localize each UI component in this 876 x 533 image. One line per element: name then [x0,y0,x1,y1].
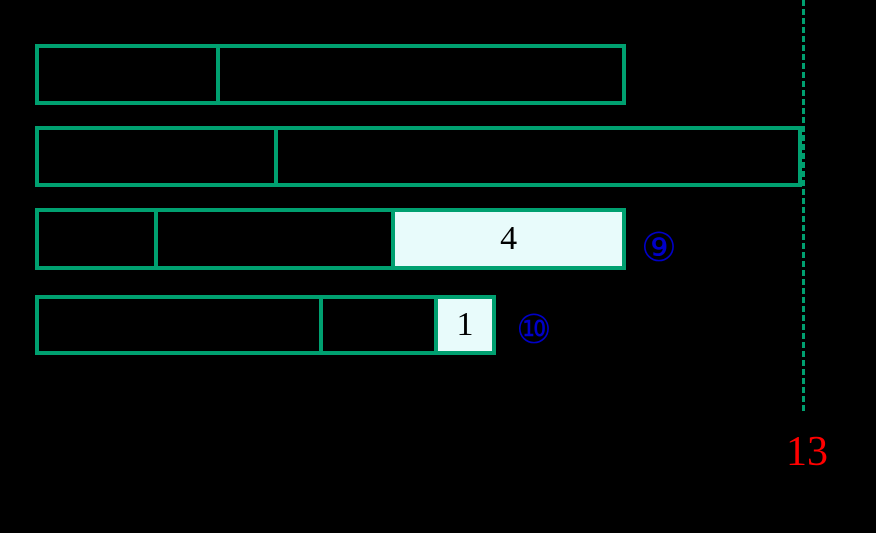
bar-row-3[interactable]: 4 [35,208,626,270]
segment-3-1[interactable] [39,212,154,266]
segment-2-1[interactable] [39,130,274,183]
bar-row-2[interactable] [35,126,802,187]
segment-3-3[interactable]: 4 [391,212,622,266]
segment-1-1[interactable] [39,48,216,101]
badge-9-icon: ⑨ [641,225,677,271]
segment-value-label: 4 [500,220,518,257]
segment-3-2[interactable] [154,212,391,266]
segment-4-2[interactable] [318,299,434,351]
bar-row-4[interactable]: 1 [35,295,496,355]
segment-1-2[interactable] [215,48,622,101]
badge-10-icon: ⑩ [516,307,552,353]
segment-2-2[interactable] [273,130,798,183]
limit-line-dashed [802,0,805,411]
limit-value-label: 13 [786,429,828,475]
bar-row-1[interactable] [35,44,626,105]
segment-4-3[interactable]: 1 [433,299,492,351]
segment-value-label: 1 [456,306,474,343]
segment-4-1[interactable] [39,299,319,351]
